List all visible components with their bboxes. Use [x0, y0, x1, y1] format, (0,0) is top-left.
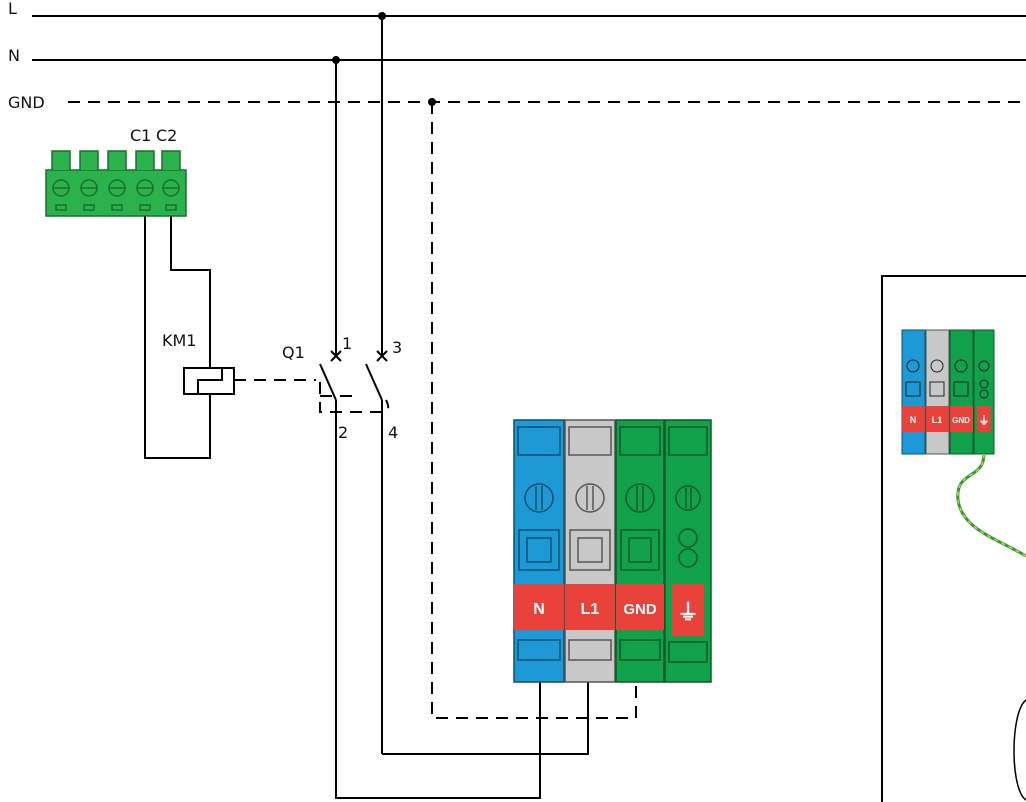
terminal-block-small: N L1 GND ⏚	[901, 329, 995, 455]
control-connector: C1 C2	[45, 126, 187, 217]
enclosure-panel: N L1 GND ⏚	[881, 275, 1026, 802]
gnd-drop	[431, 102, 637, 719]
small-terminal-l1-label: L1	[932, 415, 943, 425]
terminal-n-label: N	[533, 601, 545, 618]
breaker-terminal-4: 4	[388, 423, 398, 442]
small-terminal-n-label: N	[910, 415, 917, 425]
bus-gnd-label: GND	[8, 93, 45, 112]
small-earth-symbol: ⏚	[979, 414, 990, 427]
bus-l-label: L	[8, 0, 17, 18]
connector-pin-c2-label: C2	[156, 126, 177, 145]
terminal-block-large: N L1 GND	[513, 419, 712, 683]
coil-wiring	[144, 216, 211, 459]
breaker-q1: Q1 1 3 2 4	[282, 16, 402, 772]
contactor-label: KM1	[162, 331, 196, 350]
breaker-terminal-3: 3	[392, 338, 402, 357]
load-wiring	[335, 680, 589, 799]
earth-wire	[956, 453, 1026, 558]
breaker-terminal-2: 2	[338, 423, 348, 442]
bus-lines: L N GND	[8, 0, 1026, 112]
earth-symbol: ⏚	[677, 600, 699, 625]
terminal-l1-label: L1	[581, 601, 600, 618]
terminal-n: N	[513, 419, 565, 683]
terminal-gnd: GND	[615, 419, 665, 683]
round-component	[1013, 699, 1026, 801]
terminal-earth: ⏚	[664, 419, 712, 683]
terminal-gnd-label: GND	[623, 601, 657, 618]
connector-pin-c1-label: C1	[130, 126, 151, 145]
breaker-terminal-1: 1	[342, 334, 352, 353]
breaker-label: Q1	[282, 343, 305, 362]
small-terminal-gnd-label: GND	[952, 416, 970, 425]
bus-n-label: N	[8, 46, 20, 65]
contactor-km1: KM1	[162, 331, 316, 395]
connector-body	[45, 150, 187, 217]
terminal-l1: L1	[564, 419, 616, 683]
